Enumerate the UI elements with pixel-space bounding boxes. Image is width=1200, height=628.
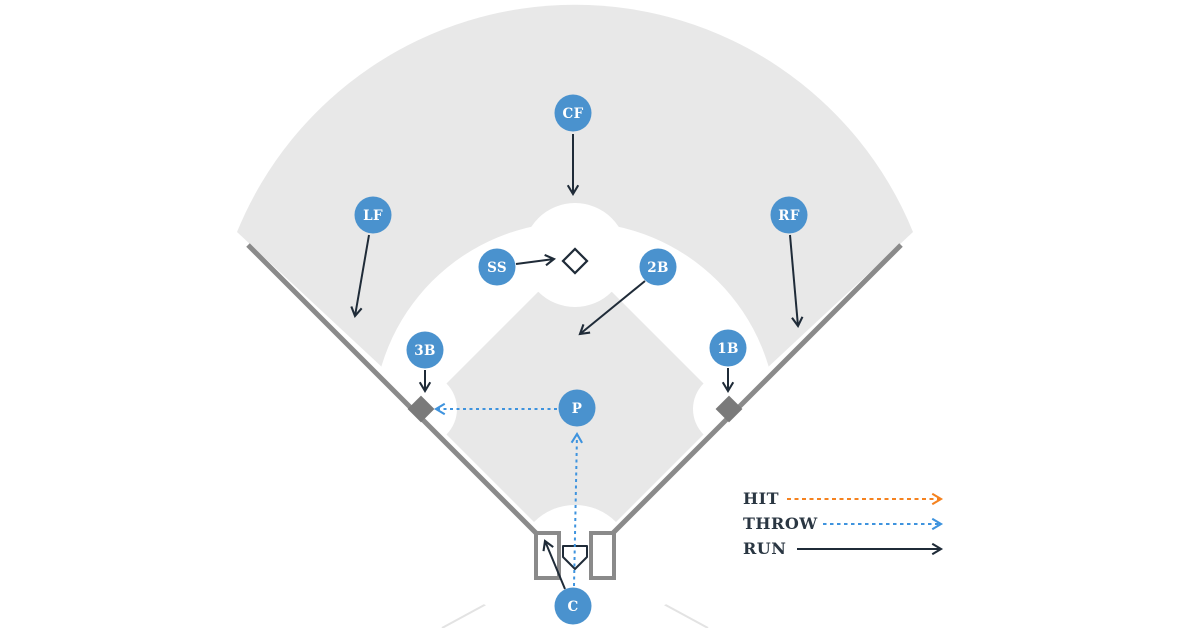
player-circle — [354, 196, 392, 234]
player-circle — [554, 94, 592, 132]
legend-row-hit: HIT — [743, 486, 950, 511]
foul-line-left — [246, 243, 538, 535]
player-1b-label: 1B — [717, 341, 738, 357]
throw-arrow-sample — [823, 517, 944, 530]
player-rf: RF — [770, 196, 808, 234]
legend-label-run: RUN — [743, 538, 787, 558]
player-circle — [558, 389, 596, 427]
player-circle — [639, 248, 677, 286]
run-arrow-ss — [515, 253, 557, 267]
second-base — [561, 247, 589, 275]
player-circle — [554, 587, 592, 625]
legend-label-throw: THROW — [743, 513, 818, 533]
run-arrow-lf — [350, 234, 370, 319]
player-lf: LF — [354, 196, 392, 234]
batters-box-left — [534, 531, 561, 580]
player-cf-label: CF — [563, 106, 584, 122]
player-p-label: P — [572, 401, 582, 417]
player-c: C — [554, 587, 592, 625]
run-arrow-c — [542, 539, 566, 590]
player-circle — [770, 196, 808, 234]
run-arrow-rf — [789, 234, 804, 329]
run-arrows — [350, 134, 804, 590]
player-2b-label: 2B — [647, 260, 668, 276]
legend: HIT THROW RUN — [743, 486, 950, 561]
run-arrow-sample — [797, 542, 944, 555]
legend-row-run: RUN — [743, 536, 950, 561]
player-cf: CF — [554, 94, 592, 132]
foul-line-right — [611, 243, 903, 535]
player-rf-label: RF — [778, 208, 800, 224]
player-3b: 3B — [406, 331, 444, 369]
players: CF LF RF SS 2B 3B — [354, 94, 808, 625]
player-2b: 2B — [639, 248, 677, 286]
legend-label-hit: HIT — [743, 488, 780, 508]
legend-row-throw: THROW — [743, 511, 950, 536]
player-circle — [709, 329, 747, 367]
run-arrow-2b — [578, 280, 646, 336]
player-p: P — [558, 389, 596, 427]
player-circle — [406, 331, 444, 369]
player-1b: 1B — [709, 329, 747, 367]
player-lf-label: LF — [363, 208, 383, 224]
player-ss: SS — [478, 248, 516, 286]
player-ss-label: SS — [487, 260, 507, 276]
player-circle — [478, 248, 516, 286]
player-3b-label: 3B — [414, 343, 435, 359]
hit-arrow-sample — [787, 492, 944, 505]
player-c-label: C — [567, 599, 578, 615]
batters-box-right — [589, 531, 616, 580]
